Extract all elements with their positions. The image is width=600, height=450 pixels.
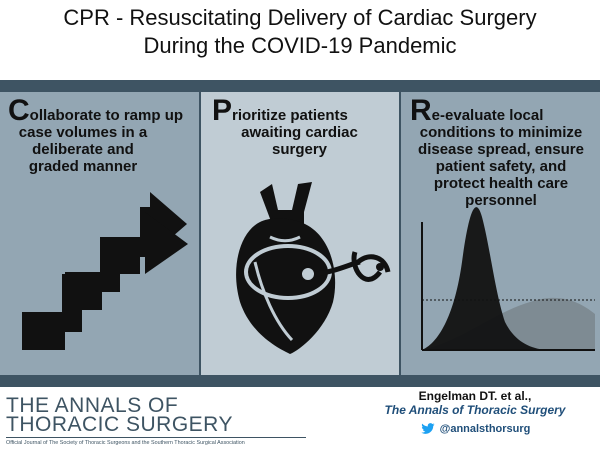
panels: Collaborate to ramp up case volumes in a… (0, 92, 600, 375)
panel-prioritize-initial: P (212, 94, 233, 127)
journal-logo-line-2: THORACIC SURGERY (6, 413, 233, 436)
infographic-title: CPR - Resuscitating Delivery of Cardiac … (0, 4, 600, 60)
panel-reevaluate-text: Re-evaluate local conditions to minimize… (410, 96, 594, 210)
panel-reevaluate-initial: R (410, 94, 432, 127)
staircase-arrow-icon (22, 192, 188, 350)
panel-reevaluate: Re-evaluate local conditions to minimize… (400, 92, 600, 375)
twitter-icon (420, 423, 435, 434)
title-line-2: During the COVID-19 Pandemic (143, 33, 457, 58)
heart-stethoscope-icon (236, 182, 391, 354)
panel-divider (199, 92, 201, 375)
journal-subtitle: Official Journal of The Society of Thora… (6, 437, 306, 446)
panel-divider (399, 92, 401, 375)
journal-logo: THE ANNALS OF THORACIC SURGERY Official … (6, 394, 306, 446)
title-line-1: CPR - Resuscitating Delivery of Cardiac … (63, 5, 537, 30)
panel-reevaluate-rest: conditions to minimize disease spread, e… (418, 124, 584, 209)
panel-reevaluate-line1: e-evaluate local (431, 107, 544, 124)
panel-collaborate-text: Collaborate to ramp up case volumes in a… (8, 96, 192, 176)
citation-author: Engelman DT. et al., (418, 389, 532, 403)
top-band (0, 80, 600, 92)
panel-collaborate-initial: C (8, 94, 30, 127)
twitter-handle: @annalsthorsurg (439, 423, 531, 435)
panel-prioritize-text: Prioritize patients awaiting cardiac sur… (212, 96, 392, 159)
bottom-band (0, 375, 600, 387)
citation-journal: The Annals of Thoracic Surgery (384, 403, 566, 417)
panel-prioritize-line1: rioritize patients (232, 107, 348, 124)
flatten-curve-icon (421, 207, 595, 351)
panel-collaborate-line1: ollaborate to ramp up (29, 107, 184, 124)
panel-collaborate: Collaborate to ramp up case volumes in a… (0, 92, 200, 375)
panel-prioritize: Prioritize patients awaiting cardiac sur… (200, 92, 400, 375)
panel-prioritize-rest: awaiting cardiac surgery (241, 124, 358, 158)
twitter-link[interactable]: @annalsthorsurg (360, 423, 590, 435)
panel-collaborate-rest: case volumes in a deliberate and graded … (18, 124, 148, 175)
citation: Engelman DT. et al., The Annals of Thora… (360, 389, 590, 435)
journal-logo-line-1: THE ANNALS OF (6, 394, 179, 417)
